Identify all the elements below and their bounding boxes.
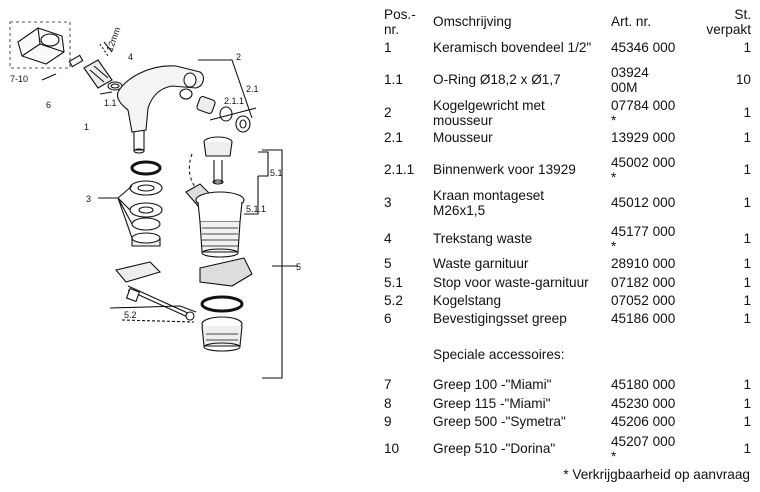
cell-pos: 7 — [384, 377, 392, 392]
header-qty: St. verpakt — [706, 7, 751, 37]
cell-art-nr: 07182 000 — [611, 275, 676, 290]
stopper-part — [203, 136, 233, 185]
cell-pos: 1.1 — [384, 72, 403, 87]
cell-art-nr: 45230 000 — [611, 396, 676, 411]
cell-description: Greep 500 -"Symetra" — [433, 414, 566, 429]
cell-art-nr: 45180 000 — [611, 377, 676, 392]
cell-description: Keramisch bovendeel 1/2" — [433, 40, 592, 55]
header-pos: Pos.- nr. — [384, 7, 416, 37]
cell-qty: 1 — [743, 40, 751, 55]
cell-art-nr: 45002 000 * — [611, 155, 676, 185]
label-2: 2 — [236, 52, 241, 62]
cell-art-nr: 45186 000 — [611, 311, 676, 326]
cell-qty: 1 — [743, 396, 751, 411]
cell-pos: 2.1.1 — [384, 162, 415, 177]
cell-qty: 1 — [743, 275, 751, 290]
handle-part — [17, 27, 65, 65]
cell-pos: 5.1 — [384, 275, 403, 290]
cell-pos: 4 — [384, 231, 392, 246]
label-5: 5 — [296, 262, 301, 272]
label-5-1-1: 5.1.1 — [246, 204, 266, 214]
label-5-1: 5.1 — [270, 168, 283, 178]
cell-description: Greep 115 -"Miami" — [433, 396, 551, 411]
cell-art-nr: 45206 000 — [611, 414, 676, 429]
label-1-1: 1.1 — [104, 98, 117, 108]
cell-description: Kraan montageset M26x1,5 — [433, 188, 545, 218]
cell-pos: 6 — [384, 311, 392, 326]
pivot-rod-part — [115, 261, 195, 321]
cell-art-nr: 28910 000 — [611, 256, 676, 271]
cell-qty: 1 — [743, 293, 751, 308]
cell-qty: 1 — [743, 441, 751, 456]
cell-description: Mousseur — [433, 130, 493, 145]
mounting-set-parts — [129, 160, 163, 247]
cell-pos: 5 — [384, 256, 392, 271]
label-4: 4 — [128, 52, 133, 62]
cell-qty: 1 — [743, 105, 751, 120]
label-1: 1 — [84, 122, 89, 132]
cell-art-nr: 03924 00M — [611, 65, 649, 95]
cell-art-nr: 45346 000 — [611, 40, 676, 55]
label-6: 6 — [46, 100, 51, 110]
label-2-1: 2.1 — [246, 84, 259, 94]
cell-description: Greep 100 -"Miami" — [433, 377, 552, 392]
cell-qty: 1 — [743, 414, 751, 429]
cell-pos: 1 — [384, 40, 392, 55]
cell-art-nr: 07052 000 — [611, 293, 676, 308]
waste-fitting — [185, 183, 253, 352]
cell-description: Kogelstang — [433, 293, 502, 308]
cell-description: Stop voor waste-garnituur — [433, 275, 589, 290]
header-art-nr: Art. nr. — [611, 14, 652, 29]
cell-description: Waste garnituur — [433, 256, 529, 271]
section-title-accessories: Speciale accessoires: — [433, 347, 565, 362]
label-5-2: 5.2 — [124, 310, 137, 320]
label-7-10: 7-10 — [10, 74, 28, 84]
cell-description: Trekstang waste — [433, 231, 533, 246]
cell-pos: 5.2 — [384, 293, 403, 308]
cell-pos: 10 — [384, 441, 400, 456]
cell-art-nr: 07784 000 * — [611, 98, 676, 128]
cell-art-nr: 13929 000 — [611, 130, 676, 145]
cell-qty: 1 — [743, 195, 751, 210]
label-2-1-1: 2.1.1 — [224, 96, 244, 106]
cartridge-part — [68, 54, 123, 91]
faucet-body — [116, 65, 205, 154]
header-description: Omschrijving — [433, 14, 512, 29]
cell-qty: 1 — [743, 377, 751, 392]
cell-qty: 1 — [743, 311, 751, 326]
cell-qty: 1 — [743, 231, 751, 246]
cell-description: Bevestigingsset greep — [433, 311, 567, 326]
cell-pos: 8 — [384, 396, 392, 411]
label-3: 3 — [86, 194, 91, 204]
cell-art-nr: 45207 000 * — [611, 434, 676, 464]
cell-pos: 3 — [384, 195, 392, 210]
cell-description: O-Ring Ø18,2 x Ø1,7 — [433, 72, 561, 87]
cell-description: Kogelgewricht met mousseur — [433, 98, 545, 128]
cell-art-nr: 45012 000 — [611, 195, 676, 210]
cell-qty: 10 — [735, 72, 751, 87]
cell-description: Binnenwerk voor 13929 — [433, 162, 576, 177]
cell-qty: 1 — [743, 162, 751, 177]
cell-pos: 9 — [384, 414, 392, 429]
label-12mm: 12mm — [104, 26, 122, 53]
footnote: * Verkrijgbaarheid op aanvraag — [563, 467, 750, 482]
cell-pos: 2 — [384, 105, 392, 120]
cell-description: Greep 510 -"Dorina" — [433, 441, 556, 456]
cell-pos: 2.1 — [384, 130, 403, 145]
cell-art-nr: 45177 000 * — [611, 224, 676, 254]
cell-qty: 1 — [743, 130, 751, 145]
cell-qty: 1 — [743, 256, 751, 271]
exploded-parts-diagram: 7-10 6 1.1 1 4 2 2.1 2.1.1 3 5.1 5.1.1 5… — [9, 21, 301, 379]
